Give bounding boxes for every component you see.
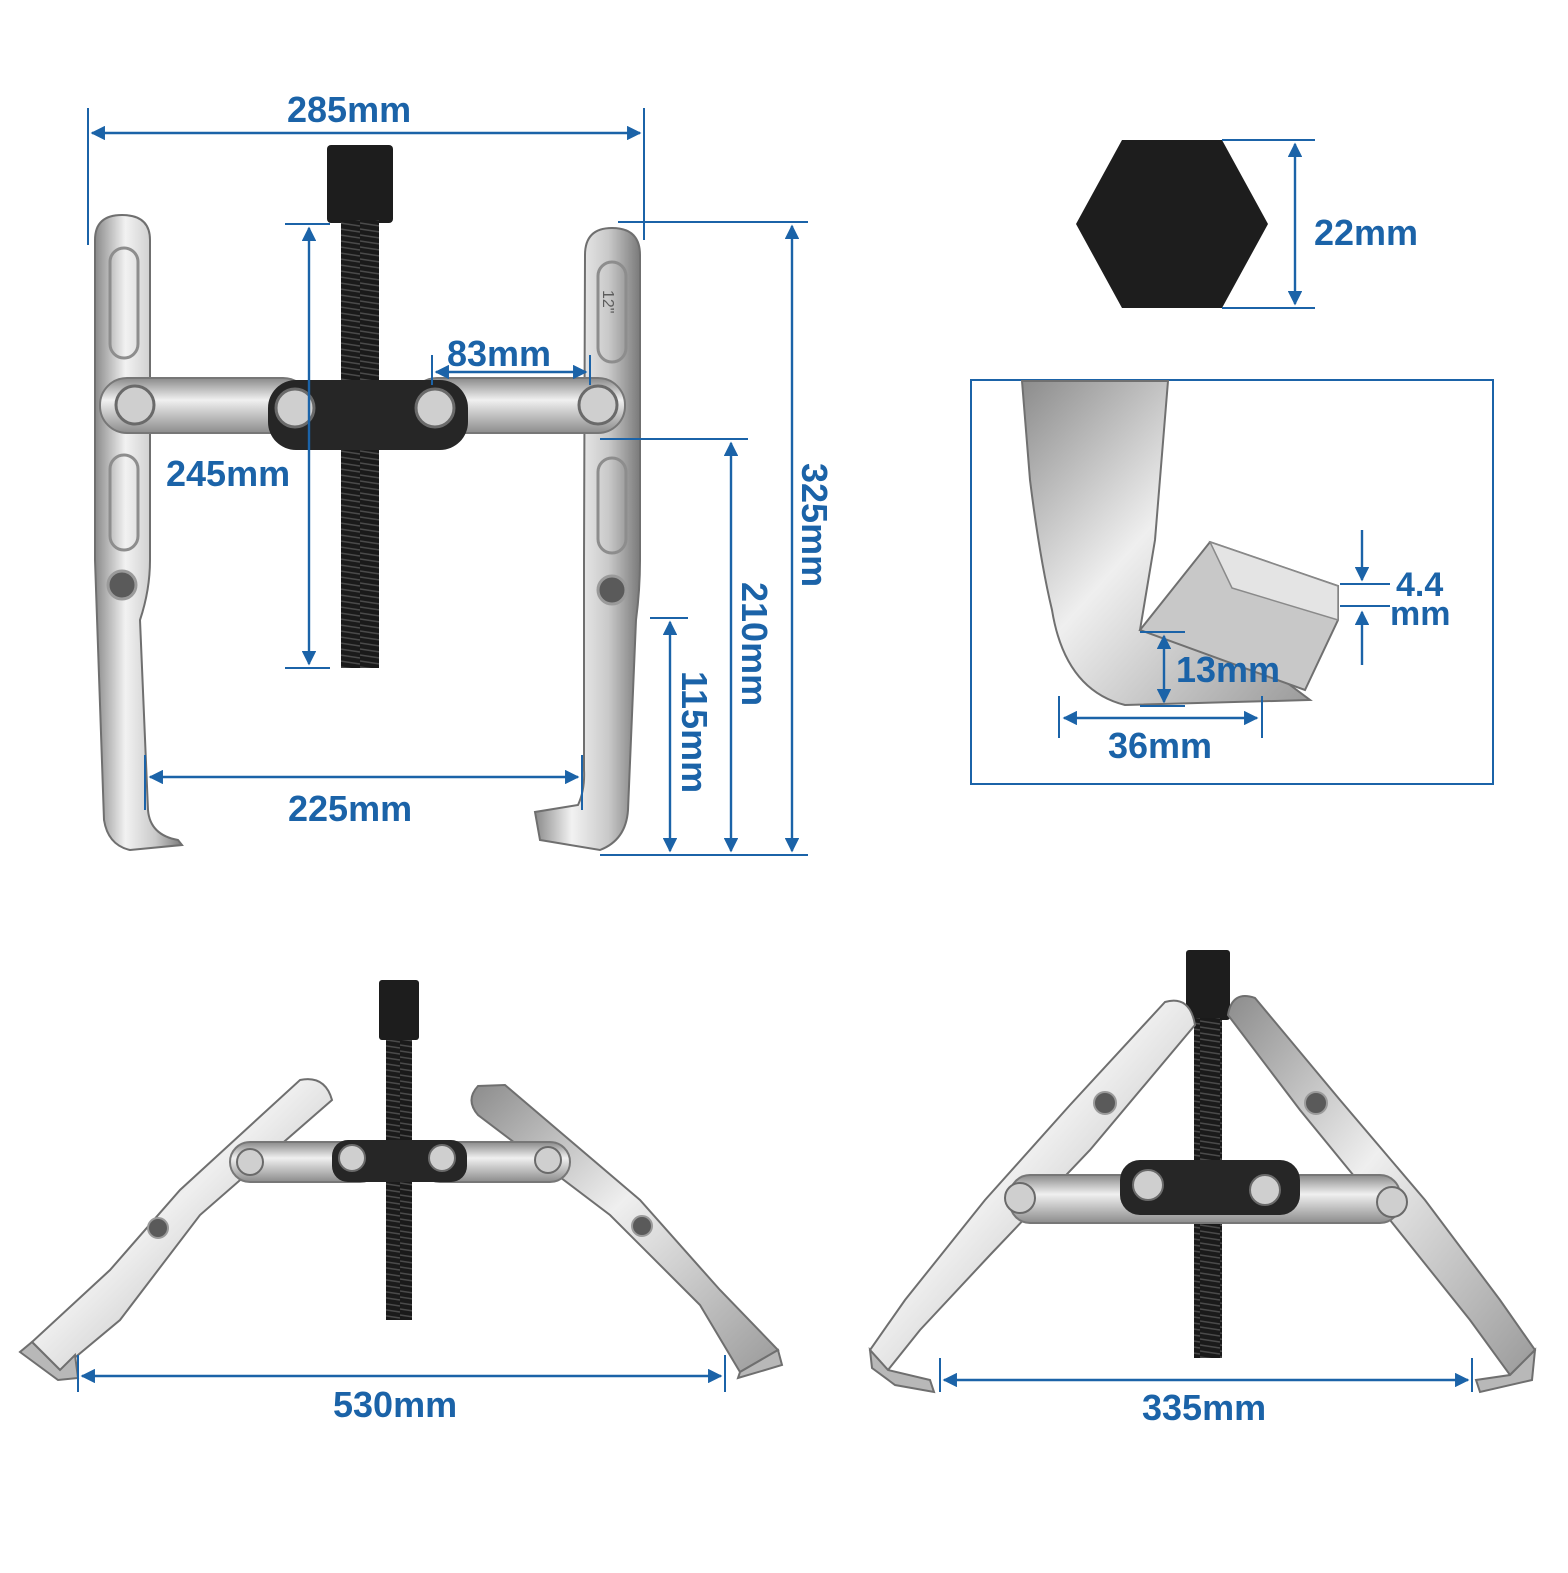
spindle-hex-head [327, 145, 393, 223]
max-spread-left-arm [30, 1078, 334, 1372]
bolt-left-outer [114, 384, 156, 426]
right-arm-slot-lower [596, 456, 628, 555]
max-spread-bolt-1 [236, 1148, 264, 1176]
arm-marking: 12" [599, 290, 616, 313]
max-spread-dimension [77, 1355, 726, 1392]
dim-label-overall-width: 285mm [287, 89, 412, 130]
mid-spread-bolt-4 [1376, 1186, 1408, 1218]
max-spread-pivot-right [631, 1215, 653, 1237]
max-spread-bolt-3 [428, 1144, 456, 1172]
mid-spread-dimension [939, 1358, 1473, 1392]
max-spread-bolt-4 [534, 1146, 562, 1174]
mid-spread-bolt-3 [1249, 1174, 1281, 1206]
right-arm [533, 226, 641, 852]
max-spread-bolt-2 [338, 1144, 366, 1172]
dim-label-hex-across-flats: 22mm [1314, 212, 1419, 253]
dim-label-max-spread: 530mm [333, 1384, 458, 1425]
dim-label-tip-thickness-unit: mm [1390, 595, 1451, 633]
dim-label-hook-length: 36mm [1108, 725, 1213, 766]
mid-spread-bolt-1 [1004, 1182, 1036, 1214]
left-arm-slot-upper [108, 246, 140, 360]
dim-label-overall-height: 325mm [794, 463, 835, 588]
front-view-dimension-lines [90, 125, 800, 853]
max-spread-pivot-left [147, 1217, 169, 1239]
left-arm-pivot-hole [106, 569, 138, 601]
mid-spread-left-hook [868, 1347, 936, 1394]
max-spread-right-hook [736, 1348, 784, 1380]
max-spread-puller [18, 980, 784, 1382]
hex-head-shape [1076, 140, 1268, 308]
dim-label-jaw-depth: 115mm [674, 671, 715, 794]
front-view-extension-lines [87, 108, 808, 856]
jaw-arm-body [1020, 380, 1313, 707]
bolt-right-inner [414, 387, 456, 429]
hex-dimension [1222, 139, 1315, 309]
dim-label-inner-spread: 225mm [288, 788, 413, 829]
mid-spread-bolt-2 [1132, 1169, 1164, 1201]
mid-spread-hex-head [1186, 950, 1230, 1020]
mid-spread-right-hook [1474, 1347, 1537, 1394]
bolt-right-outer [577, 384, 619, 426]
jaw-detail-illustration [1020, 380, 1339, 707]
mid-spread-pivot-left [1093, 1091, 1117, 1115]
max-spread-hex-head [379, 980, 419, 1040]
dim-label-tip-thickness-value: 4.4 [1396, 566, 1444, 604]
jaw-tip-bevel [1208, 540, 1339, 622]
mid-spread-pivot-right [1304, 1091, 1328, 1115]
dim-label-mid-spread: 335mm [1142, 1387, 1267, 1428]
jaw-detail-dimensions [1058, 530, 1390, 738]
dim-label-reach-depth: 210mm [734, 582, 775, 707]
right-arm-slot-upper [596, 260, 628, 364]
right-arm-pivot-hole [596, 574, 628, 606]
mid-spread-puller [868, 950, 1537, 1394]
dim-label-spindle-length: 245mm [166, 453, 291, 494]
dim-label-link-spacing: 83mm [447, 333, 552, 374]
front-view-puller: 12" [94, 145, 641, 852]
dim-label-hook-height: 13mm [1176, 649, 1281, 690]
left-arm-slot-lower [108, 453, 140, 552]
max-spread-right-arm [470, 1083, 780, 1374]
